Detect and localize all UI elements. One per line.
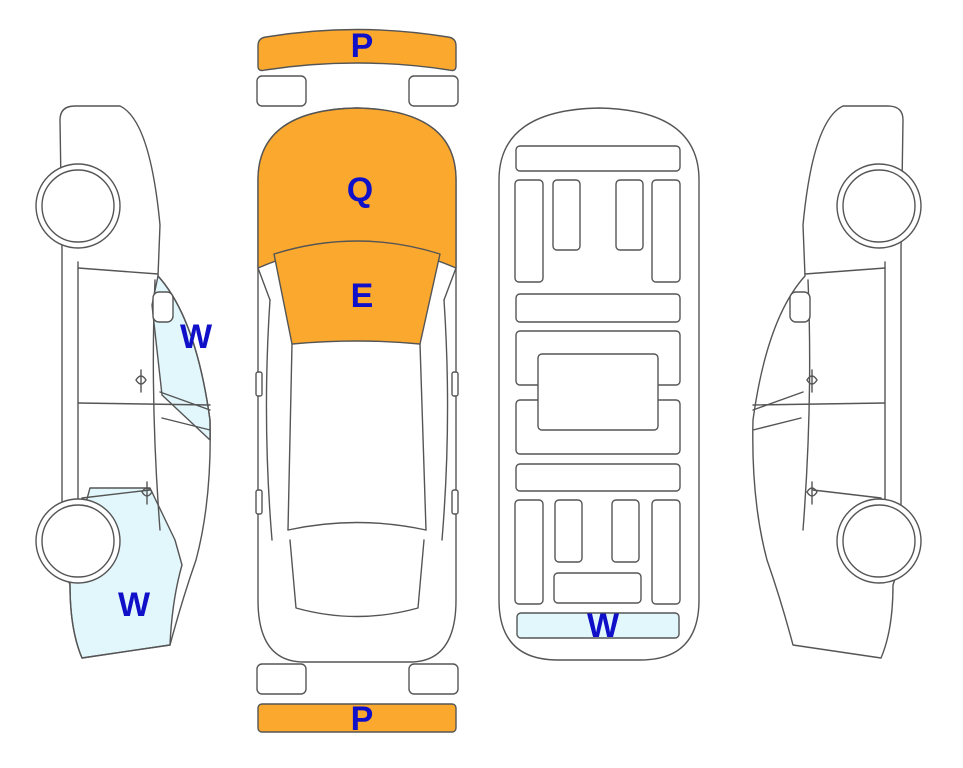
rear-bumper-panel[interactable] [257,703,457,733]
rear-light-right [408,663,459,695]
right-rear-wheel [836,498,922,584]
left-front-wheel [35,163,121,249]
front-light-right [408,75,459,107]
left-body-outline [59,105,211,659]
underside-rear-panel[interactable] [516,612,680,639]
underside-view: W [498,107,700,661]
left-front-fender-label: W [180,318,213,356]
underside-rear-label: W [587,607,620,645]
front-bumper-panel[interactable] [257,28,457,72]
windshield-label: E [351,277,374,315]
rear-bumper-label: P [351,700,374,738]
right-body-outline [752,105,904,659]
right-front-wheel [836,163,922,249]
hood-label: Q [347,171,373,209]
left-rear-wheel [35,498,121,584]
left-side-view: W W [35,105,213,659]
rear-light-left [256,663,307,695]
front-bumper-label: P [351,27,374,65]
right-side-view [752,105,922,659]
top-view: P Q E P [255,27,459,738]
windshield-panel[interactable] [273,240,441,345]
front-light-left [256,75,307,107]
left-rear-quarter-label: W [118,586,151,624]
